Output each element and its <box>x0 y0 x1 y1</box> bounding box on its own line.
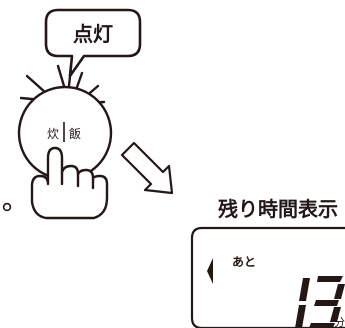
lamp-on-callout: 点灯 <box>44 8 142 78</box>
cook-button-label-left: 炊 <box>47 127 59 141</box>
unit-label: 分 <box>334 316 345 328</box>
time-value-text: 13 <box>320 317 322 319</box>
cook-button-label-right: 飯 <box>69 126 81 141</box>
light-rays-icon <box>19 64 106 105</box>
cook-button: 炊 飯 <box>17 85 113 181</box>
prefix-label: あと <box>232 255 256 269</box>
arrow-down-right-icon <box>120 141 174 195</box>
pressing-hand-icon <box>30 146 109 220</box>
callout-text: 点灯 <box>73 22 113 46</box>
time-value-digits <box>295 276 345 328</box>
remaining-time-display: あと 13 分 <box>190 226 345 328</box>
small-circle-marker <box>2 202 12 212</box>
remaining-time-title: 残り時間表示 <box>218 197 338 221</box>
indicator-triangle <box>207 258 213 284</box>
